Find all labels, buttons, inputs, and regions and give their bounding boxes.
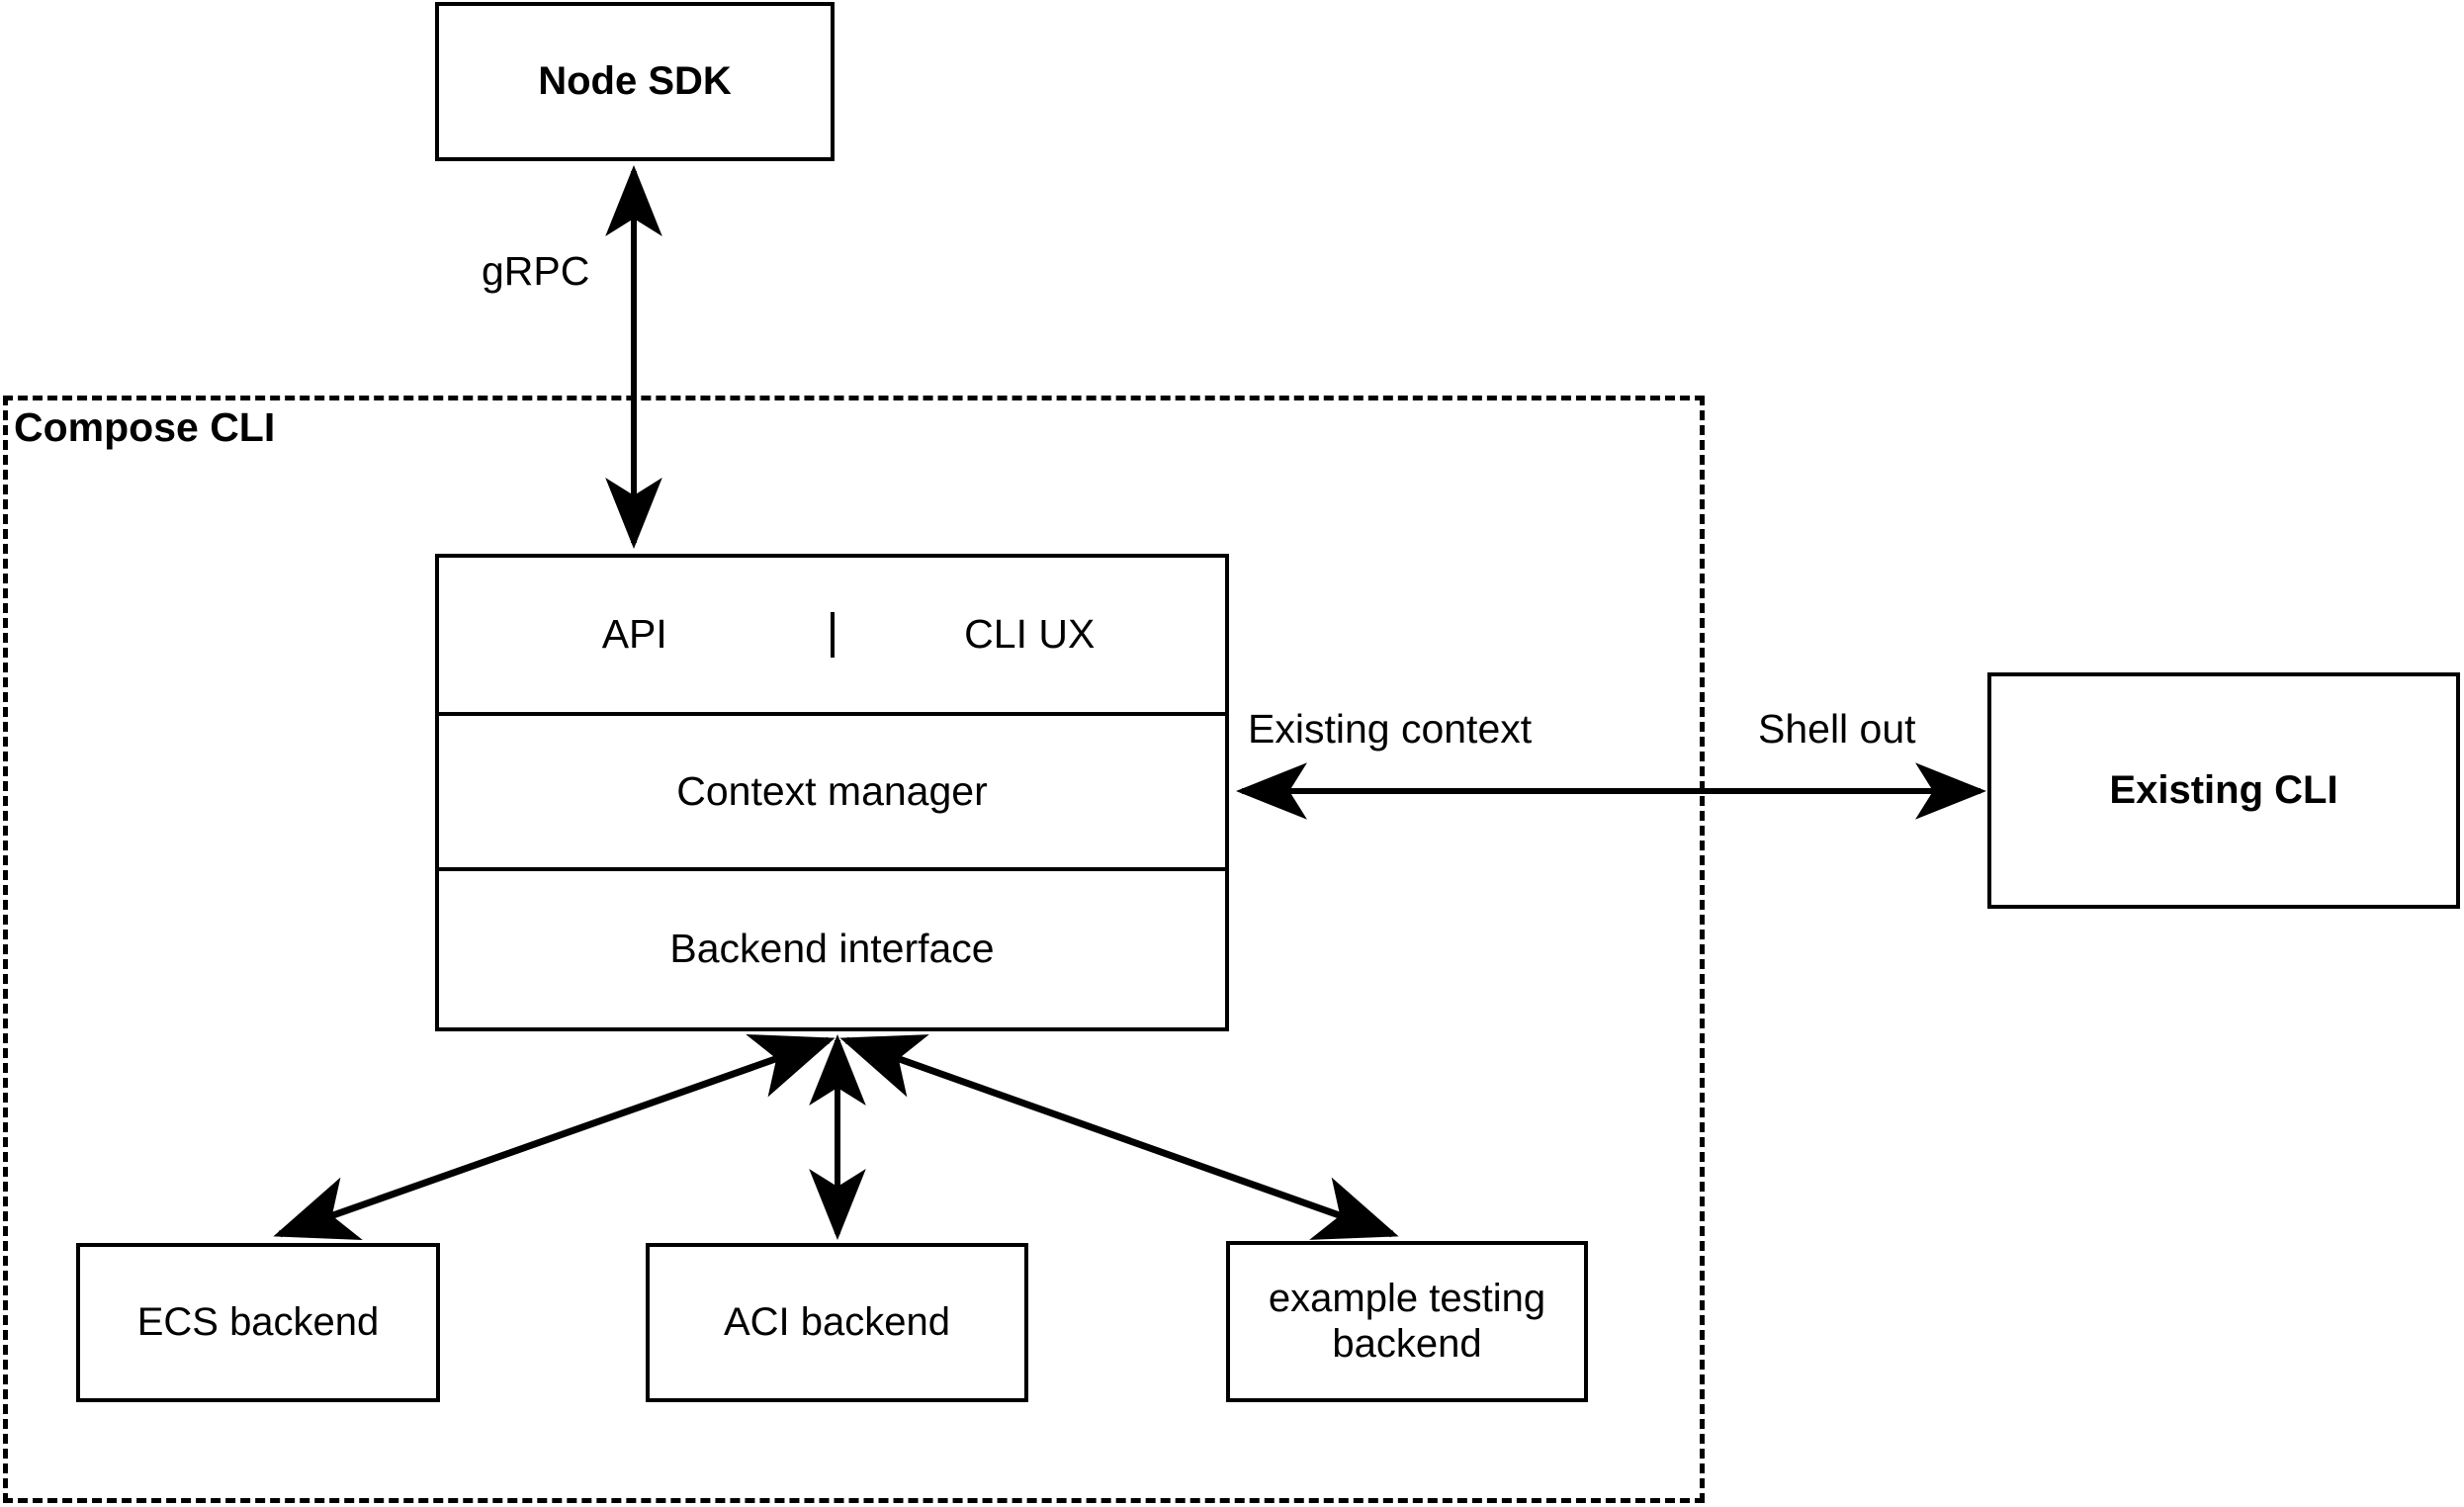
example-testing-backend-box[interactable]: example testing backend (1226, 1241, 1588, 1402)
ecs-backend-label: ECS backend (136, 1299, 380, 1344)
example-testing-backend-label: example testing backend (1268, 1276, 1546, 1366)
node-sdk-label: Node SDK (538, 58, 732, 103)
shell-out-edge-label: Shell out (1758, 706, 1916, 752)
existing-cli-label: Existing CLI (2109, 767, 2338, 812)
context-manager-label: Context manager (676, 767, 988, 814)
backend-interface-label: Backend interface (669, 926, 995, 972)
aci-backend-label: ACI backend (723, 1299, 951, 1344)
core-stack-box: API CLI UX Context manager Backend inter… (435, 554, 1229, 1031)
existing-cli-box[interactable]: Existing CLI (1987, 672, 2460, 909)
compose-cli-group-label: Compose CLI (14, 404, 276, 450)
api-label: API (601, 611, 667, 658)
ecs-backend-box[interactable]: ECS backend (76, 1243, 440, 1402)
compose-cli-group-boundary (3, 396, 1705, 1503)
grpc-edge-label: gRPC (482, 248, 590, 294)
core-stack-cell-api[interactable]: API (439, 611, 835, 658)
core-stack-row-context-manager[interactable]: Context manager (439, 716, 1225, 871)
core-stack-row-api-cliux: API CLI UX (439, 558, 1225, 716)
existing-context-edge-label: Existing context (1248, 706, 1533, 752)
core-stack-row-backend-interface[interactable]: Backend interface (439, 871, 1225, 1027)
core-stack-cell-cli-ux[interactable]: CLI UX (835, 612, 1226, 657)
node-sdk-box[interactable]: Node SDK (435, 2, 835, 161)
aci-backend-box[interactable]: ACI backend (646, 1243, 1028, 1402)
cli-ux-label: CLI UX (964, 611, 1096, 658)
